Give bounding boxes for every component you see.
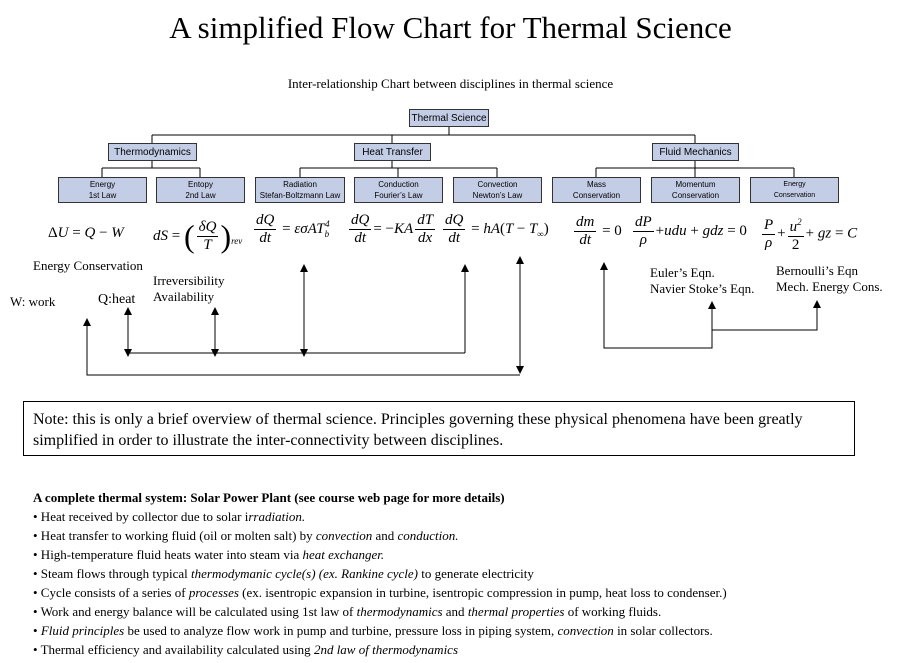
node-thermal-science: Thermal Science — [409, 109, 489, 127]
label-navier-stokes: Navier Stoke’s Eqn. — [650, 281, 755, 296]
bullet-text-run: thermodynamics — [356, 604, 443, 619]
label-bernoulli: Bernoulli’s Eqn — [776, 263, 858, 278]
bullet-text-run: Fluid principles — [40, 623, 125, 638]
bullet-text-run: of working fluids. — [564, 604, 662, 619]
bullet-text-run: rradiation. — [248, 509, 306, 524]
label-availability: Availability — [153, 289, 215, 304]
bullet-text-run: and — [442, 604, 468, 619]
bullet-text-run: convection — [315, 528, 373, 543]
system-bullet-list: • Heat received by collector due to sola… — [33, 507, 893, 659]
label-euler: Euler’s Eqn. — [650, 265, 715, 280]
label-w-work: W: work — [10, 294, 56, 309]
bullet-text-run: conduction. — [397, 528, 459, 543]
node-thermodynamics: Thermodynamics — [108, 143, 197, 161]
relation-arrows — [83, 256, 821, 376]
node-label: Convection — [477, 180, 518, 189]
node-sublabel: Newton’s Law — [472, 191, 523, 200]
note-box: Note: this is only a brief overview of t… — [23, 401, 855, 456]
bullet-text-run: thermodymanic cycle(s) (ex. Rankine cycl… — [191, 566, 419, 581]
bullet-text-run: • Heat received by collector due to sola… — [33, 509, 249, 524]
node-sublabel: Fourier’s Law — [374, 191, 423, 200]
node-fluid-mechanics: Fluid Mechanics — [652, 143, 739, 161]
system-bullet: • Heat transfer to working fluid (oil or… — [33, 526, 893, 545]
system-bullet: • Steam flows through typical thermodyma… — [33, 564, 893, 583]
bullet-text-run: thermal properties — [467, 604, 565, 619]
node-heat-transfer: Heat Transfer — [354, 143, 431, 161]
node-energy-1st-law: Energy 1st Law — [58, 177, 147, 203]
bullet-text-run: • High-temperature fluid heats water int… — [33, 547, 303, 562]
node-sublabel: Conservation — [572, 191, 621, 200]
bullet-text-run: and — [372, 528, 398, 543]
system-bullet: • Cycle consists of a series of processe… — [33, 583, 893, 602]
node-label: Momentum — [675, 180, 716, 189]
bullet-text-run: convection — [557, 623, 614, 638]
bullet-text-run: • Work and energy balance will be calcul… — [33, 604, 357, 619]
bullet-text-run: in solar collectors. — [613, 623, 713, 638]
system-bullet: • Thermal efficiency and availability ca… — [33, 640, 893, 659]
node-label: Conduction — [378, 180, 419, 189]
system-bullet: • Fluid principles be used to analyze fl… — [33, 621, 893, 640]
node-entropy-2nd-law: Entopy 2nd Law — [156, 177, 245, 203]
node-sublabel: Conservation — [773, 192, 816, 199]
bullet-text-run: (ex. isentropic expansion in turbine, is… — [238, 585, 727, 600]
bullet-text-run: heat exchanger. — [302, 547, 385, 562]
bullet-text-run: • Thermal efficiency and availability ca… — [33, 642, 314, 657]
bullet-text-run: processes — [188, 585, 239, 600]
page-title: A simplified Flow Chart for Thermal Scie… — [169, 10, 732, 45]
equation-first-law: ΔU = Q − W — [48, 225, 124, 241]
node-sublabel: Conservation — [671, 191, 720, 200]
label-q-heat: Q:heat — [98, 292, 136, 307]
system-bullet: • Heat received by collector due to sola… — [33, 507, 893, 526]
node-label: Energy — [783, 181, 806, 188]
label-irreversibility: Irreversibility — [153, 273, 225, 288]
label-energy-conservation: Energy Conservation — [33, 258, 143, 273]
system-heading: A complete thermal system: Solar Power P… — [33, 490, 505, 505]
node-label: Entopy — [188, 180, 213, 189]
node-label: Radiation — [283, 180, 317, 189]
node-label: Mass — [586, 180, 607, 189]
system-bullet: • Work and energy balance will be calcul… — [33, 602, 893, 621]
bullet-text-run: • Heat transfer to working fluid (oil or… — [33, 528, 316, 543]
bullet-text-run: 2nd law of thermodynamics — [313, 642, 459, 657]
bullet-text-run: to generate electricity — [418, 566, 534, 581]
label-mech-energy: Mech. Energy Cons. — [776, 279, 883, 294]
node-sublabel: Stefan-Boltzmann Law — [259, 191, 341, 200]
bullet-text-run: • Cycle consists of a series of — [33, 585, 189, 600]
chart-subtitle: Inter-relationship Chart between discipl… — [287, 76, 614, 91]
node-label: Energy — [89, 180, 116, 189]
hierarchy-lines — [101, 127, 795, 177]
bullet-text-run: • Steam flows through typical — [33, 566, 191, 581]
system-bullet: • High-temperature fluid heats water int… — [33, 545, 893, 564]
bullet-text-run: be used to analyze flow work in pump and… — [124, 623, 558, 638]
system-description: A complete thermal system: Solar Power P… — [33, 488, 893, 659]
node-sublabel: 1st Law — [88, 191, 117, 200]
node-sublabel: 2nd Law — [185, 191, 216, 200]
bullet-text-run: • — [33, 623, 41, 638]
